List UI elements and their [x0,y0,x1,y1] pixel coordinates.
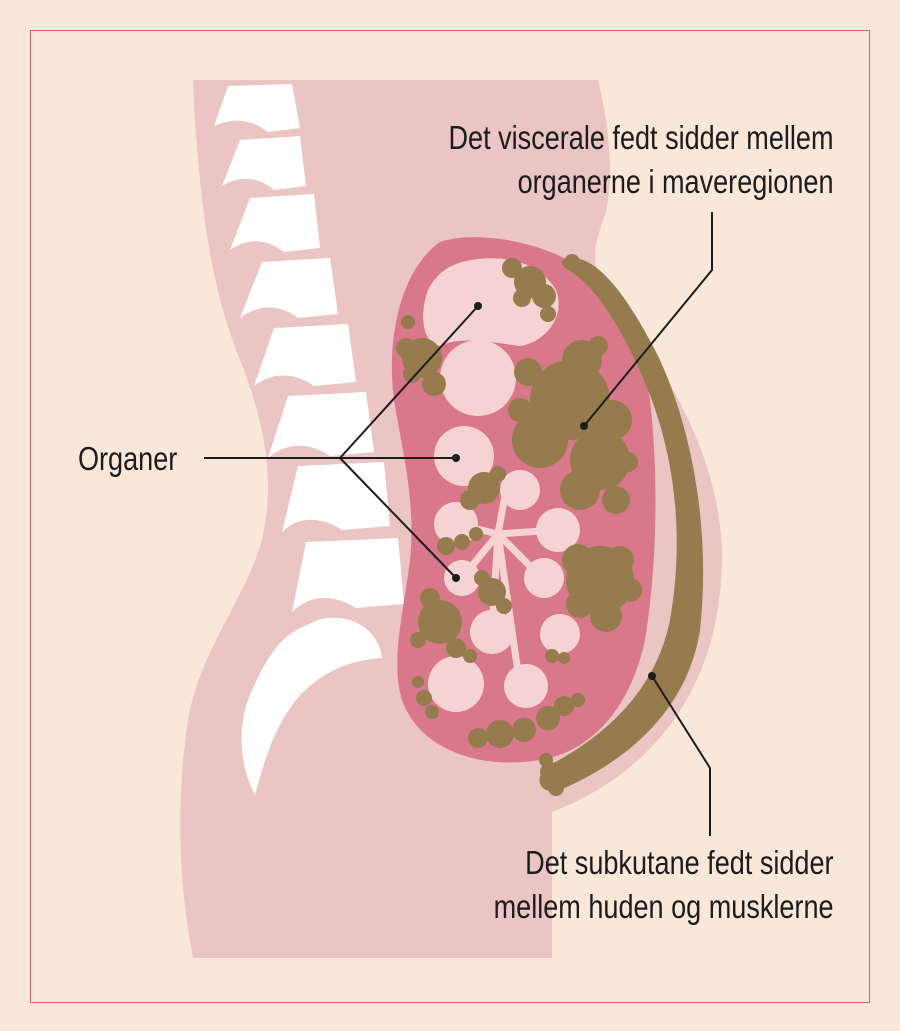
organ-lobe [504,664,548,708]
fat-cluster-right-mid [562,544,642,632]
visceral-leader-line [583,212,713,427]
organ-lobe [540,614,580,654]
subcutaneous-fat-label-line1: Det subkutane fedt sidder [525,844,834,881]
fat-cluster-top [502,258,556,322]
organ-lobe [440,340,516,416]
subcutaneous-fat-blobs [539,254,591,796]
subcutaneous-leader-line [651,675,711,836]
organ-lobe [434,426,494,486]
organ-lobe [500,470,540,510]
spine [214,84,404,795]
fat-cluster-bottom [412,676,585,748]
leader-lines [204,212,713,836]
visceral-fat-clusters [396,258,642,748]
vertebra [292,538,404,612]
visceral-fat-label: Det viscerale fedt sidder mellem organer… [449,116,834,204]
fat-cluster-small-center [474,570,512,614]
organ-lobe [428,656,484,712]
visceral-fat-label-line1: Det viscerale fedt sidder mellem [448,119,834,156]
vertebra [230,194,320,252]
vertebra [282,462,390,532]
organs-leader-line-upper [339,305,479,459]
fat-cluster-left-lower [410,588,477,663]
subcutaneous-fat-label: Det subkutane fedt sidder mellem huden o… [494,841,834,929]
fat-cluster-center [460,466,506,510]
organs-label-text: Organer [78,440,178,477]
vertebra [240,258,338,318]
visceral-fat-label-line2: organerne i maveregionen [518,163,834,200]
organs-label: Organer [78,437,177,481]
subcutaneous-fat-band [539,257,704,792]
fat-cluster-left-upper [396,315,446,396]
sacrum [241,617,382,795]
fat-cluster-left-chain [437,527,483,555]
vertebra [222,136,306,190]
vertebra [254,324,356,386]
vertebra [268,392,374,458]
fat-cluster-small [545,649,570,664]
diagram-frame [30,30,870,1003]
leader-dots [452,302,656,680]
subcutaneous-fat-label-line2: mellem huden og musklerne [494,888,834,925]
vertebra [214,84,300,132]
organs-leader-line-lower [339,457,457,579]
